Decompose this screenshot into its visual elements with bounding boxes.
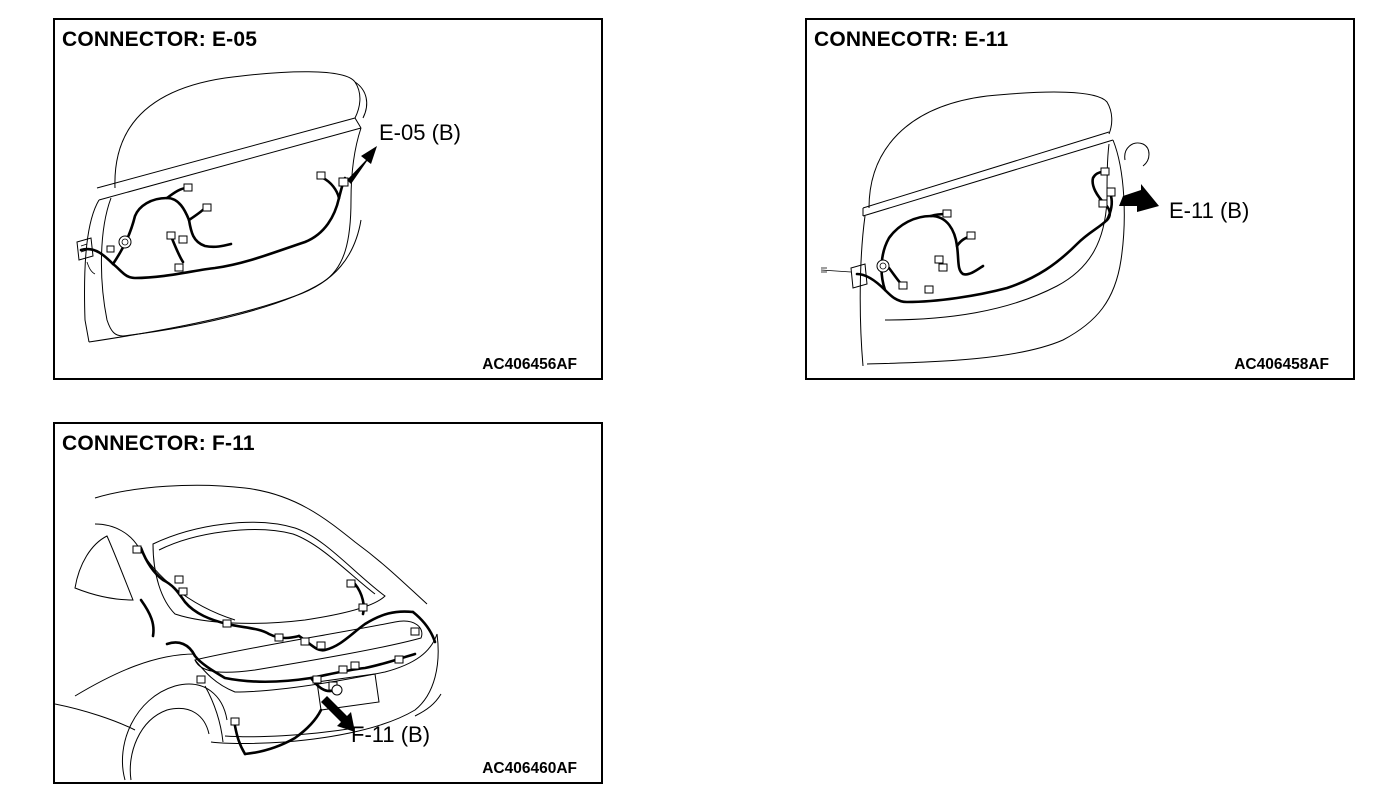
figure-code: AC406456AF bbox=[482, 356, 577, 373]
connector-callout: F-11 (B) bbox=[351, 722, 431, 747]
figure-code: AC406458AF bbox=[1234, 356, 1329, 373]
panel-title: CONNECOTR: E-11 bbox=[814, 28, 1009, 51]
connector-callout: E-05 (B) bbox=[379, 120, 461, 145]
connector-panel-e11: CONNECOTR: E-11 bbox=[805, 18, 1355, 380]
connector-callout: E-11 (B) bbox=[1169, 198, 1250, 223]
door-illustration bbox=[820, 91, 1159, 367]
connector-panel-e05: CONNECTOR: E-05 bbox=[53, 18, 603, 380]
door-illustration bbox=[76, 71, 377, 343]
figure-code: AC406460AF bbox=[482, 760, 577, 777]
connector-panel-f11: CONNECTOR: F-11 bbox=[53, 422, 603, 784]
vehicle-rear-illustration bbox=[55, 484, 442, 781]
panel-title: CONNECTOR: E-05 bbox=[62, 28, 258, 51]
panel-title: CONNECTOR: F-11 bbox=[62, 432, 255, 455]
